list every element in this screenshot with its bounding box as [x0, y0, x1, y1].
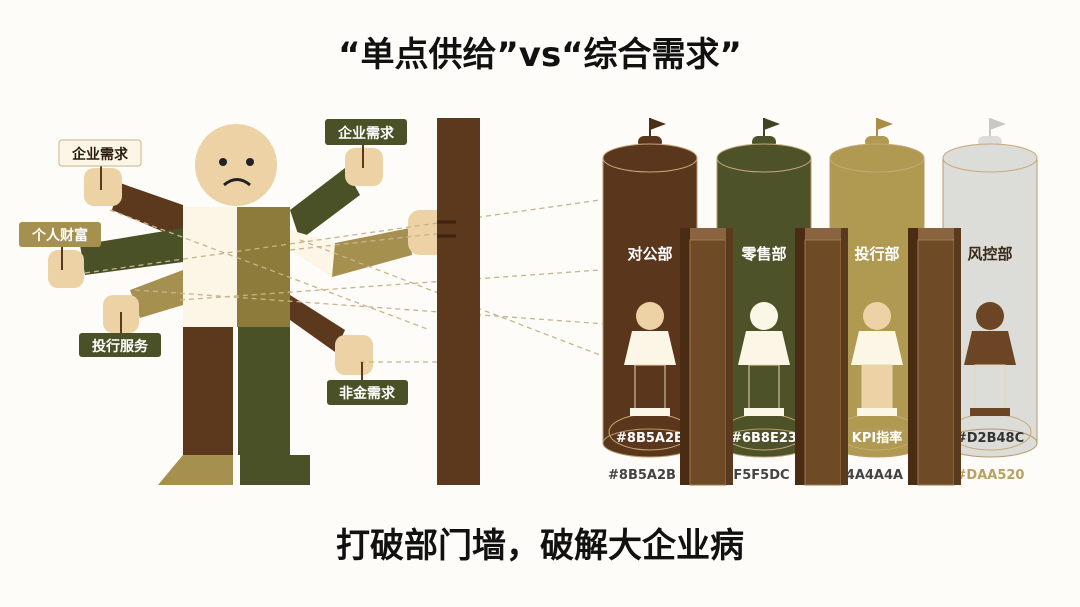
svg-text:非金需求: 非金需求	[339, 385, 396, 402]
label-top-right: 企业需求	[325, 119, 407, 168]
arm-upper-right	[290, 168, 360, 240]
flag-icon	[990, 118, 1006, 130]
head	[863, 302, 891, 330]
flag-icon	[650, 118, 666, 130]
arm-right	[332, 228, 412, 277]
foot-left	[158, 455, 233, 485]
silo-base-label: KPI指率	[852, 430, 902, 446]
person-figure	[48, 124, 460, 485]
label-mid-left: 个人财富	[19, 222, 101, 270]
figure-body	[851, 331, 903, 365]
department-wall	[437, 118, 480, 485]
foot-right	[240, 455, 310, 485]
department-name: 对公部	[627, 245, 672, 263]
department-name: 风控部	[967, 245, 1012, 263]
wall-prism-3	[908, 228, 961, 486]
head	[750, 302, 778, 330]
department-name: 零售部	[740, 245, 786, 263]
silo-color-label: #4A4A4A	[835, 468, 903, 483]
head	[195, 124, 277, 206]
arm-right-sleeve	[290, 230, 335, 277]
frown	[223, 178, 251, 187]
hand	[84, 168, 122, 206]
silo-base-label: #6B8E23	[731, 431, 797, 446]
head	[976, 302, 1004, 330]
svg-text:企业需求: 企业需求	[71, 146, 129, 163]
finger-lines	[437, 220, 456, 238]
silo-base-label: #8B5A2B	[616, 431, 684, 446]
leg-right	[238, 327, 290, 455]
arm-low-left	[130, 270, 183, 318]
label-low-right: 非金需求	[327, 362, 408, 405]
torso-left	[183, 207, 237, 327]
flag-icon	[764, 118, 780, 130]
svg-text:企业需求: 企业需求	[337, 125, 395, 142]
silo-color-label: #F5F5DC	[722, 468, 789, 483]
eye	[219, 158, 227, 166]
department-silos: 对公部 #8B5A2B #8B5A2B 零售部 #6B8E23 #F5F5DC 投行部 KPI…	[602, 118, 1038, 486]
hand	[48, 250, 84, 288]
silo-color-label: #8B5A2B	[608, 468, 676, 483]
wall-prism-1	[680, 228, 733, 486]
eye	[246, 158, 254, 166]
figure-body	[964, 331, 1016, 365]
label-low-left: 投行服务	[79, 312, 161, 357]
department-name: 投行部	[854, 245, 899, 263]
svg-text:投行服务: 投行服务	[92, 338, 149, 355]
figure-body	[738, 331, 790, 365]
hand	[335, 335, 373, 375]
silo-color-label: #DAA520	[956, 468, 1025, 483]
figure-body	[624, 331, 676, 365]
arm-low-right	[290, 295, 345, 352]
wall-prism-2	[795, 228, 848, 486]
silo-base-label: #D2B48C	[956, 431, 1024, 446]
title: “单点供给”vs“综合需求”	[338, 35, 742, 75]
leg-left	[183, 327, 233, 455]
arm-upper-left	[112, 183, 183, 240]
label-top-left: 企业需求	[58, 139, 142, 190]
svg-text:个人财富: 个人财富	[31, 227, 88, 244]
subtitle: 打破部门墙，破解大企业病	[336, 526, 744, 566]
head	[636, 302, 664, 330]
flag-icon	[877, 118, 893, 130]
